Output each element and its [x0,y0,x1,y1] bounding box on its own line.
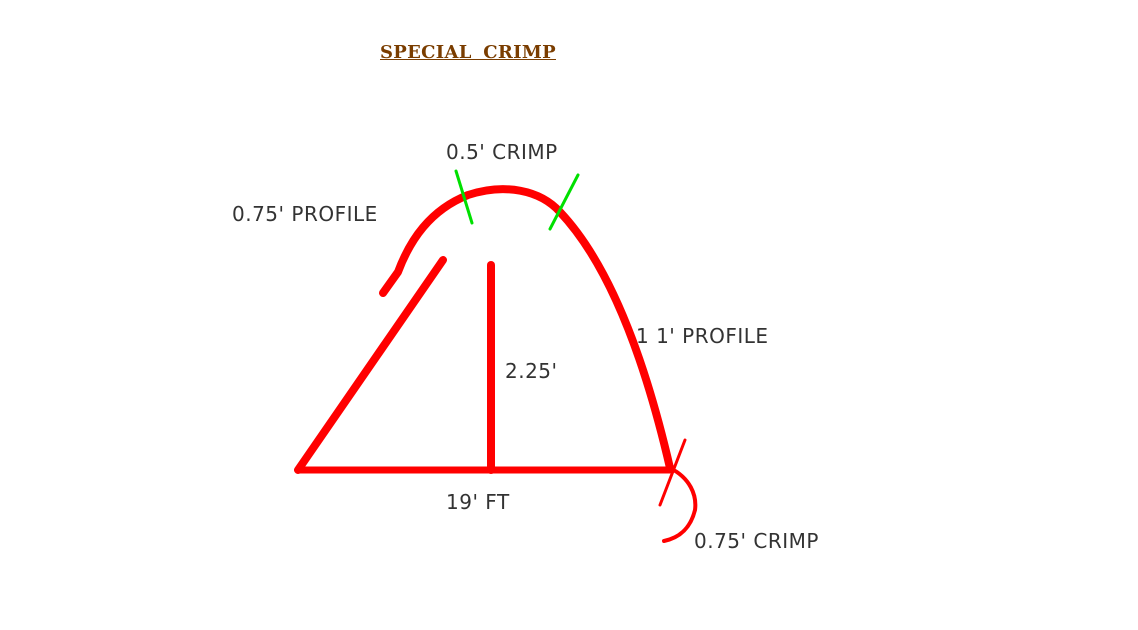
right-profile-label: 1 1' PROFILE [636,324,769,348]
arch-profile [379,185,674,472]
left-leg [294,256,447,474]
end-crimp-curl [662,466,698,543]
height-label: 2.25' [505,359,558,383]
end-crimp-label: 0.75' CRIMP [694,529,819,553]
page-title: SPECIAL CRIMP [380,42,556,63]
top-crimp-label: 0.5' CRIMP [446,140,558,164]
left-profile-label: 0.75' PROFILE [232,202,378,226]
end-crimp-tick [658,438,687,507]
crimp-mark-left [454,169,474,225]
crimp-mark-right [548,173,580,231]
base-label: 19' FT [446,490,510,514]
